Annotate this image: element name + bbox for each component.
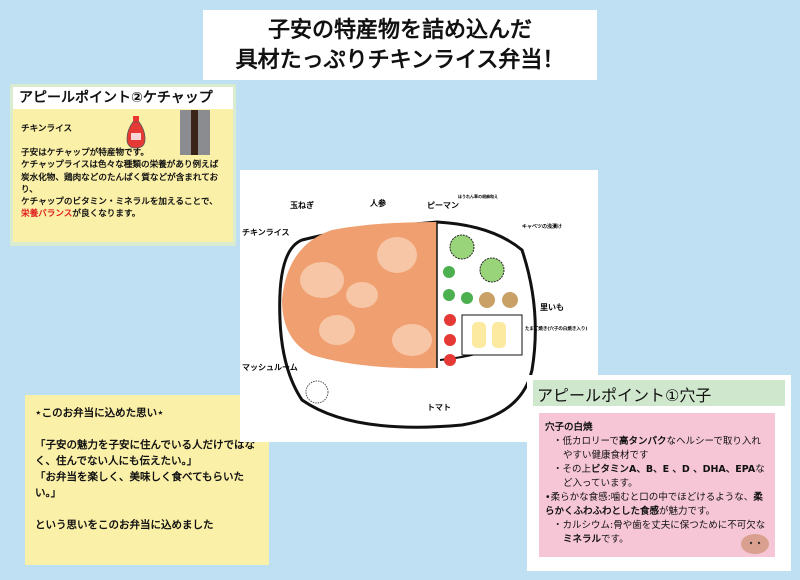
t: ・カルシウム:骨や歯を丈夫に保つために不可欠な (553, 520, 766, 531)
anago-heading: アピールポイント①穴子 (533, 380, 785, 406)
ketchup-bottle-icon (126, 116, 146, 149)
label-tomato: トマト (427, 403, 451, 412)
wish-quote-2: 「お弁当を楽しく、美味しく食べてもらいたい。」 (35, 471, 245, 499)
label-cabbage: キャベツの浅漬け (522, 223, 562, 230)
label-carrot: 人参 (370, 198, 387, 208)
t: です。 (601, 534, 629, 545)
ketchup-subtitle: チキンライス (21, 124, 73, 134)
ketchup-line: 炭水化物、鶏肉などのたんぱく質などが含まれており、 (21, 172, 219, 195)
anago-bullet: ・低カロリーで高タンパクなヘルシーで取り入れやすい健康食材です (545, 435, 769, 463)
anago-bullet: •柔らかな食感:噛むと口の中でほどけるような、柔らかくふわふわとした食感が魅力で… (545, 491, 769, 519)
ketchup-photo (180, 110, 210, 155)
anago-character-icon (741, 534, 769, 554)
ketchup-appeal-box: アピールポイント②ケチャップ チキンライス 子安はケチャップが特産物です。 ケチ… (10, 84, 236, 246)
wish-quote-1: 「子安の魅力を子安に住んでいる人だけではなく、住んでない人にも伝えたい。」 (35, 439, 255, 467)
title-line-1: 子安の特産物を詰め込んだ (267, 18, 532, 43)
ketchup-line: 子安はケチャップが特産物です。 (21, 148, 149, 159)
label-omelette: たまご焼き(穴子の白焼き入り) (525, 325, 587, 332)
t: •柔らかな食感:噛むと口の中でほどけるような、 (545, 492, 754, 503)
ketchup-line-text: ケチャップのビタミン・ミネラルを加えることで、 (21, 197, 218, 208)
anago-subtitle: 穴子の白焼 (545, 422, 593, 433)
t-bold: ビタミンA、B、E 、D 、DHA、EPA (591, 464, 756, 475)
label-greens: ほうれん草の胡麻和え (458, 193, 498, 199)
t: が魅力です。 (659, 506, 716, 517)
highlight-text: 栄養バランス (21, 209, 73, 220)
anago-bullet: ・カルシウム:骨や歯を丈夫に保つために不可欠なミネラルです。 (545, 519, 769, 547)
t: など入っています。 (563, 464, 765, 489)
t: ・その上 (553, 464, 592, 475)
title-line-2: 具材たっぷりチキンライス弁当！ (235, 48, 565, 73)
label-onion: 玉ねぎ (290, 200, 314, 210)
wish-box: ⋆このお弁当に込めた思い⋆ 「子安の魅力を子安に住んでいる人だけではなく、住んで… (25, 395, 269, 565)
bento-illustration: チキンライス 玉ねぎ 人参 ピーマン ほうれん草の胡麻和え キャベツの浅漬け 里… (240, 170, 598, 442)
ketchup-line: ケチャップのビタミン・ミネラルを加えることで、栄養バランスが良くなります。 (21, 196, 229, 220)
ketchup-heading: アピールポイント②ケチャップ (13, 87, 233, 109)
t: なヘルシーで取り入れやすい健康食材です (563, 436, 761, 461)
wish-heading: ⋆このお弁当に込めた思い⋆ (35, 407, 164, 419)
anago-bullet: ・その上ビタミンA、B、E 、D 、DHA、EPAなど入っています。 (545, 463, 769, 491)
poster-title: 子安の特産物を詰め込んだ 具材たっぷりチキンライス弁当！ (203, 10, 597, 80)
t-bold: ミネラル (563, 534, 602, 545)
t-bold: 柔らかくふわふわとした食感 (545, 492, 763, 517)
wish-closing: という思いをこのお弁当に込めました (35, 519, 214, 531)
anago-body: 穴子の白焼 ・低カロリーで高タンパクなヘルシーで取り入れやすい健康食材です ・そ… (539, 413, 775, 557)
ketchup-body: チキンライス 子安はケチャップが特産物です。 ケチャップライスは色々な種類の栄養… (13, 109, 233, 242)
label-pepper: ピーマン (427, 200, 459, 210)
t: ・低カロリーで (553, 436, 619, 447)
crest-icon (305, 380, 329, 404)
t-bold: 高タンパク (618, 436, 667, 447)
label-taro: 里いも (540, 303, 564, 312)
anago-appeal-box: アピールポイント①穴子 穴子の白焼 ・低カロリーで高タンパクなヘルシーで取り入れ… (527, 375, 791, 571)
label-mushroom: マッシュルーム (242, 363, 298, 372)
label-chicken-rice: チキンライス (242, 228, 290, 237)
ketchup-line-tail: が良くなります。 (72, 209, 141, 220)
ketchup-line: ケチャップライスは色々な種類の栄養があり例えば (21, 160, 219, 171)
